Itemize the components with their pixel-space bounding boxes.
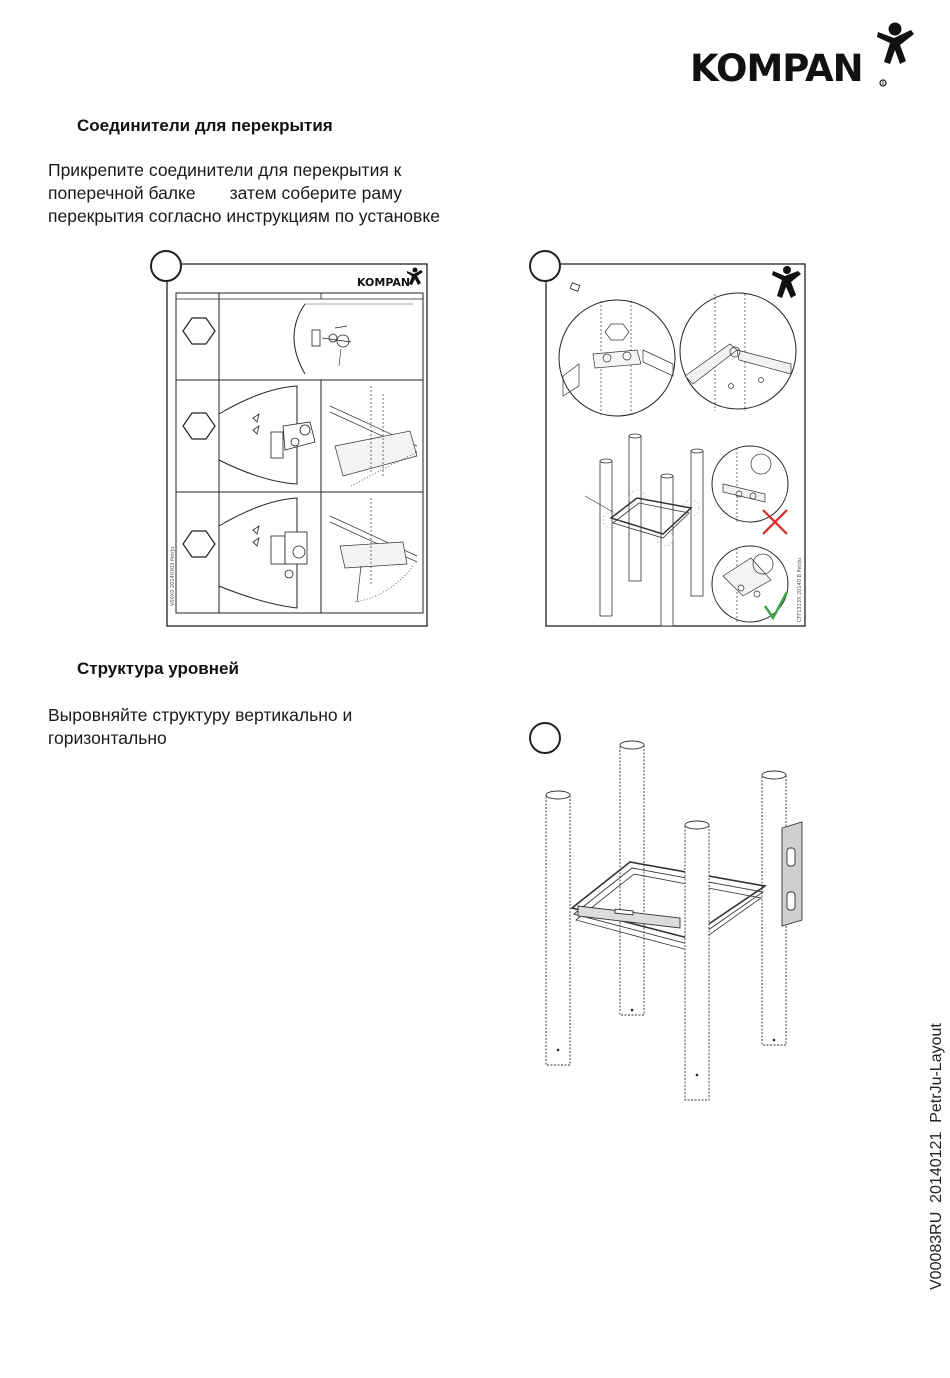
paragraph-line: поперечной балке затем соберите раму [48,183,403,203]
incorrect-cross-icon [762,509,788,535]
correct-check-icon [763,591,789,621]
paragraph-line: горизонтально [48,728,167,748]
section-paragraph-connectors: Прикрепите соединители для перекрытия к … [48,159,440,228]
figure-b-code: CFF1313X 20140 B PetrJu [797,558,803,622]
logo-wordmark: KOMPAN [690,47,864,90]
document-code: V00083RU 20140121 PetrJu-Layout [928,1023,945,1290]
section-paragraph-levels: Выровняйте структуру вертикально и гориз… [48,704,352,750]
figure-a-code: V00X0 20140303 PetrJu [170,546,176,606]
svg-text:R: R [882,81,885,86]
figure-b-frame-assembly: CFF1313X 20140 B PetrJu [545,263,806,627]
paragraph-line: перекрытия согласно инструкциям по устан… [48,206,440,226]
svg-text:KOMPAN: KOMPAN [357,276,410,289]
step-marker-b [529,250,561,282]
step-marker-c [529,722,561,754]
section-heading-levels: Структура уровней [77,659,239,678]
kompan-figure-icon: R [877,22,914,87]
kompan-logo: KOMPAN R [690,20,920,94]
paragraph-line: Прикрепите соединители для перекрытия к [48,160,402,180]
figure-a-instruction-card: KOMPAN [166,263,428,627]
paragraph-line: Выровняйте структуру вертикально и [48,705,353,725]
section-heading-connectors: Соединители для перекрытия [77,116,333,135]
figure-c-level-structure [545,740,803,1101]
step-marker-a [150,250,182,282]
